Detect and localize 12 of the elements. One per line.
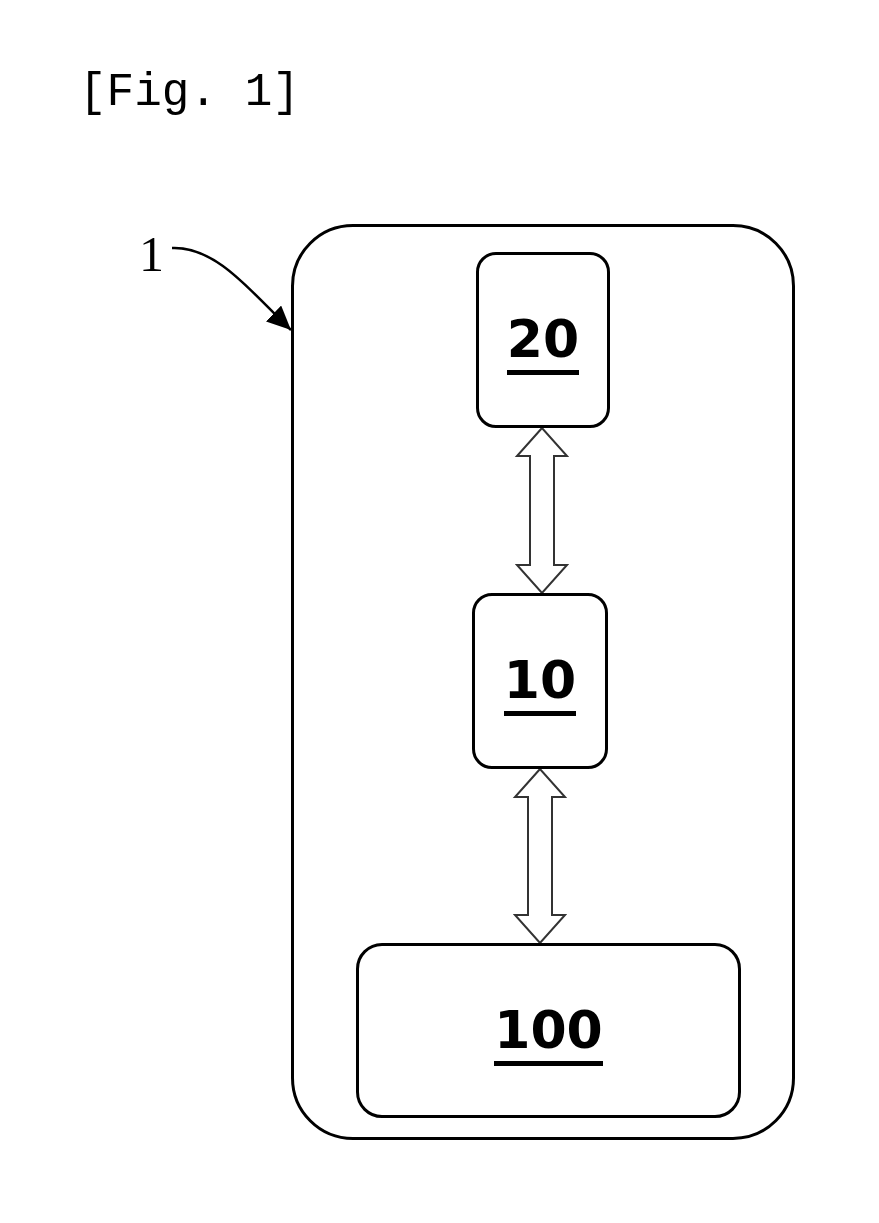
double-arrow	[514, 426, 570, 595]
component-box	[472, 593, 608, 769]
rounded-box	[291, 224, 795, 1140]
leader-line	[171, 246, 292, 331]
reference-numeral: 20	[506, 313, 580, 375]
component-box	[476, 252, 610, 428]
reference-numeral: 1	[139, 229, 164, 279]
reference-numeral: 100	[494, 1003, 603, 1066]
component-box	[356, 943, 741, 1118]
double-arrow	[512, 767, 568, 945]
figure-title: [Fig. 1]	[79, 70, 300, 116]
reference-numeral: 10	[503, 654, 577, 716]
